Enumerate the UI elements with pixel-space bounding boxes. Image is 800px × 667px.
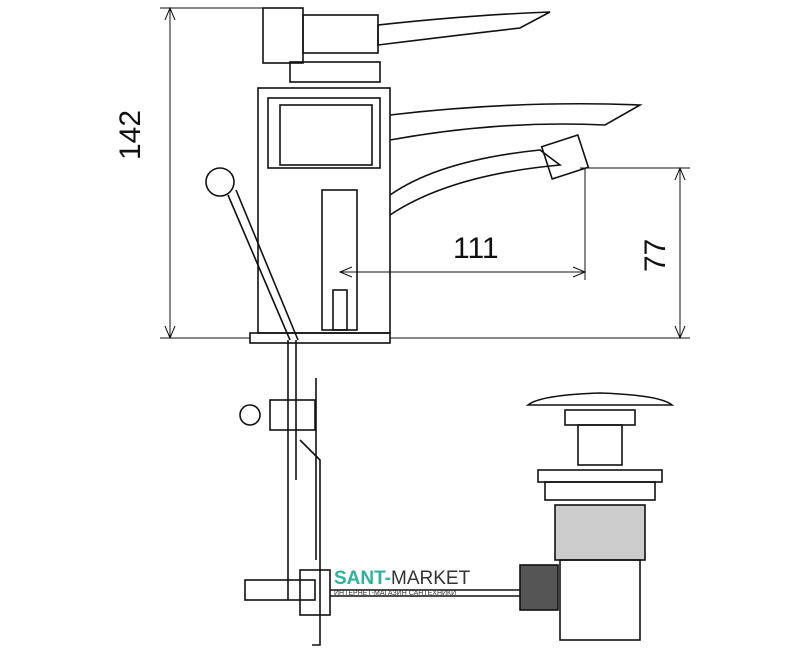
label-111: 111 (453, 232, 499, 265)
dimension-142 (160, 6, 265, 340)
dimension-111 (338, 168, 587, 280)
pop-up-drain (330, 392, 675, 641)
watermark-logo: SANT-MARKET ИНТЕРНЕТ-МАГАЗИН САНТЕХНИКИ (334, 569, 470, 598)
watermark-brand-a: SANT- (334, 568, 391, 589)
handle (262, 7, 551, 64)
watermark-brand-b: MARKET (391, 568, 471, 589)
faucet-body (249, 61, 643, 344)
label-77: 77 (639, 239, 672, 272)
watermark-tagline: ИНТЕРНЕТ-МАГАЗИН САНТЕХНИКИ (334, 590, 457, 597)
label-142: 142 (114, 110, 147, 160)
lift-rod (205, 167, 331, 646)
dimension-77 (390, 166, 690, 340)
